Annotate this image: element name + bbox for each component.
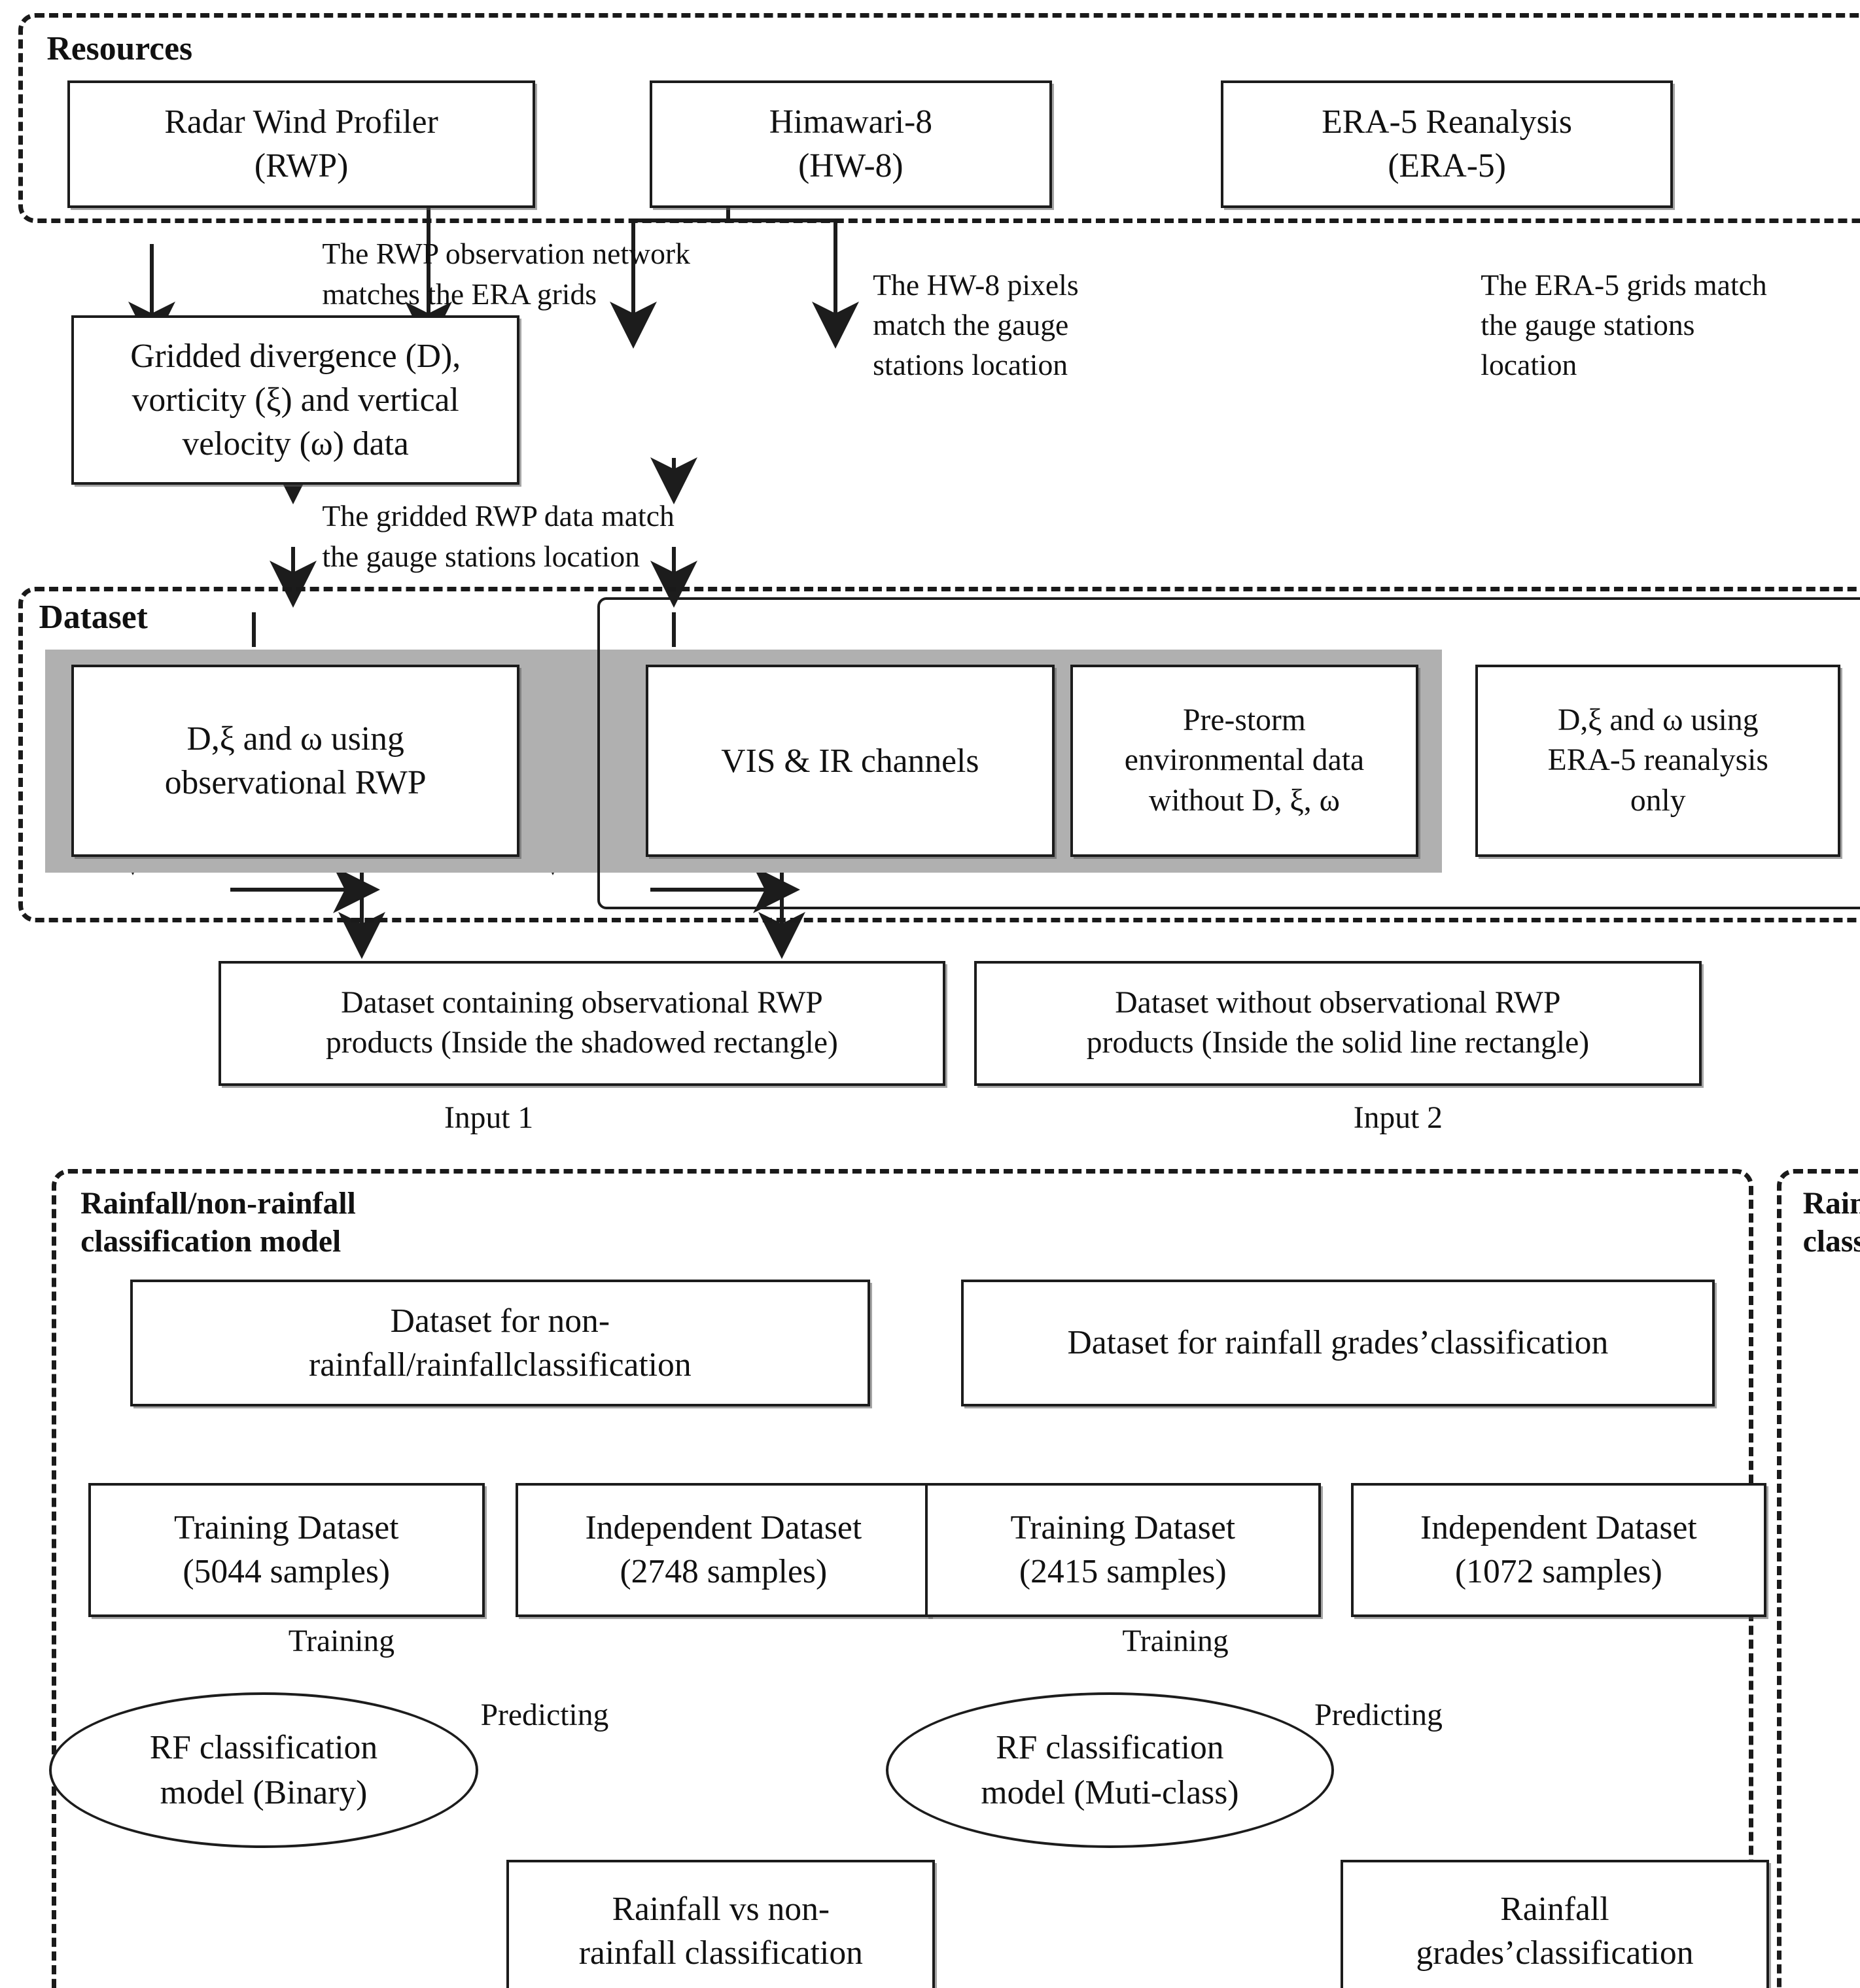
node-gridded-divergence[interactable]: Gridded divergence (D), vorticity (ξ) an… [71, 315, 520, 485]
edge-label-input-2: Input 2 [1353, 1100, 1443, 1135]
node-dataset-with-rwp[interactable]: Dataset containing observational RWP pro… [218, 961, 946, 1086]
node-left-dataset[interactable]: Dataset for non- rainfall/rainfallclassi… [130, 1279, 871, 1407]
node-right-output[interactable]: Rainfall grades’classification [1340, 1860, 1770, 1988]
node-era5-reanalysis[interactable]: ERA-5 Reanalysis (ERA-5) [1221, 80, 1674, 208]
node-vis-ir-channels[interactable]: VIS & IR channels [645, 665, 1055, 858]
group-resources [18, 12, 1860, 224]
group-model-right-title: Rainfall Grades’ classification model [1802, 1186, 1860, 1259]
edge-label-gridded-to-dataset: The gridded RWP data match the gauge sta… [322, 499, 675, 573]
node-himawari-8[interactable]: Himawari-8 (HW-8) [649, 80, 1053, 208]
node-rwp-products[interactable]: D,ξ and ω using observational RWP [71, 665, 520, 858]
edge-label-training-right: Training [1122, 1624, 1229, 1658]
node-left-rf-model[interactable]: RF classification model (Binary) [49, 1692, 478, 1849]
group-dataset-title: Dataset [39, 599, 148, 637]
group-resources-title: Resources [46, 29, 193, 67]
edge-label-input-1: Input 1 [444, 1100, 534, 1135]
edge-label-rwp-to-gridded: The RWP observation network matches the … [322, 237, 690, 311]
node-left-independent-dataset[interactable]: Independent Dataset (2748 samples) [516, 1483, 932, 1617]
group-dataset [18, 587, 1860, 922]
node-left-training-dataset[interactable]: Training Dataset (5044 samples) [88, 1483, 485, 1617]
node-dataset-without-rwp[interactable]: Dataset without observational RWP produc… [974, 961, 1702, 1086]
node-era5-products[interactable]: D,ξ and ω using ERA-5 reanalysis only [1475, 665, 1841, 858]
node-right-independent-dataset[interactable]: Independent Dataset (1072 samples) [1350, 1483, 1767, 1617]
node-right-training-dataset[interactable]: Training Dataset (2415 samples) [924, 1483, 1322, 1617]
edge-label-era5-to-dataset: The ERA-5 grids match the gauge stations… [1481, 268, 1767, 382]
edge-label-predicting-left: Predicting [480, 1698, 609, 1732]
edge-label-predicting-right: Predicting [1314, 1698, 1443, 1732]
node-prestorm-environmental[interactable]: Pre-storm environmental data without D, … [1070, 665, 1418, 858]
edge-label-training-left: Training [288, 1624, 395, 1658]
group-model-right [1776, 1168, 1860, 1988]
solid-line-rectangle [597, 597, 1860, 909]
node-radar-wind-profiler[interactable]: Radar Wind Profiler (RWP) [67, 80, 535, 208]
group-model-left-title: Rainfall/non-rainfall classification mod… [80, 1186, 356, 1259]
node-right-dataset[interactable]: Dataset for rainfall grades’classificati… [961, 1279, 1715, 1407]
node-right-rf-model[interactable]: RF classification model (Muti-class) [885, 1692, 1334, 1849]
node-left-output[interactable]: Rainfall vs non- rainfall classification [506, 1860, 936, 1988]
edge-label-hw8-to-dataset: The HW-8 pixels match the gauge stations… [873, 268, 1079, 382]
